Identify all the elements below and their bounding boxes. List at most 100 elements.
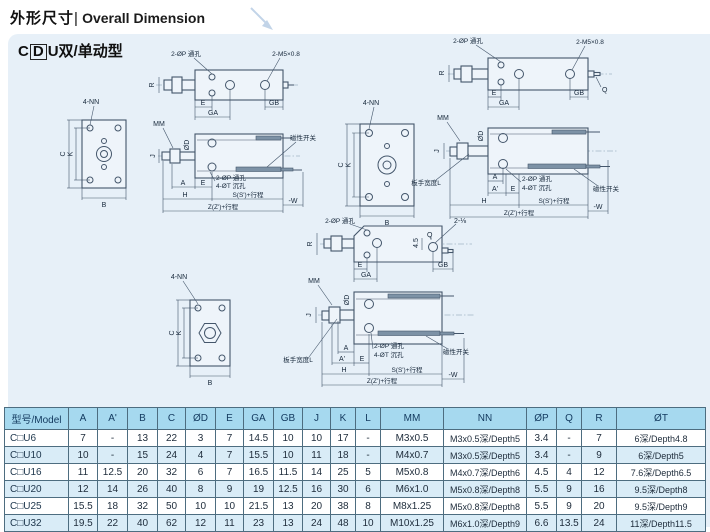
- g1-top-view: 2-ØP 通孔 2-M5×0.8 R E GA GB: [149, 49, 300, 120]
- cell: M3x0.5深/Depth5: [443, 429, 527, 447]
- dim-c: C: [169, 330, 176, 335]
- col-header: A': [97, 407, 128, 430]
- drawing-group-large: 2-ØP 通孔 2-⅛ R 4.5 Q E GA GB 4-NN C K B: [126, 216, 516, 403]
- cell: 20: [127, 463, 158, 481]
- cell: 9: [581, 446, 617, 464]
- cell: 12: [581, 463, 617, 481]
- dim-4-5: 4.5: [413, 238, 420, 248]
- label-magnetic-switch: 磁性开关: [290, 133, 317, 142]
- col-header: 型号/Model: [4, 407, 69, 430]
- dim-c: C: [60, 151, 67, 156]
- label-front-hole-1: 2-ØP 通孔: [522, 174, 552, 183]
- dim-stroke-s: S(S')+行程: [391, 365, 423, 374]
- dim-b: B: [208, 380, 213, 387]
- dim-w: -W: [289, 198, 298, 205]
- cell: 16.5: [243, 463, 274, 481]
- cell: 23: [243, 514, 274, 532]
- g3-end-view: 4-NN C K B: [169, 274, 231, 387]
- cell: 4: [556, 463, 582, 481]
- cell: 16: [302, 480, 331, 498]
- cell: 7: [68, 429, 98, 447]
- col-header: J: [302, 407, 331, 430]
- cell: -: [556, 429, 582, 447]
- section-boxed-letter: D: [29, 44, 47, 60]
- drawing-group-small: 2-ØP 通孔 2-M5×0.8 R E GA GB 4-NN C K B: [60, 46, 350, 229]
- cell: 9.5深/Depth8: [616, 480, 706, 498]
- cell: 18: [97, 497, 128, 515]
- model-cell: C□U10: [4, 446, 69, 464]
- dim-e: E: [358, 262, 363, 269]
- cell: M5x0.8深/Depth8: [443, 497, 527, 515]
- cell: 17: [330, 429, 356, 447]
- cell: 19: [243, 480, 274, 498]
- dim-h: H: [481, 198, 486, 205]
- cell: 11: [68, 463, 98, 481]
- cell: M4x0.7深/Depth6: [443, 463, 527, 481]
- cell: 5.5: [526, 480, 557, 498]
- cell: 10: [68, 446, 98, 464]
- dim-stroke-z: Z(Z')+行程: [208, 202, 239, 211]
- cell: M6x1.0: [380, 480, 444, 498]
- dim-stroke-z: Z(Z')+行程: [367, 376, 398, 385]
- page-header: 外形尺寸| Overall Dimension: [0, 0, 710, 34]
- cell: M8x1.25: [380, 497, 444, 515]
- dim-k: K: [68, 151, 75, 156]
- dim-b: B: [385, 220, 390, 227]
- dim-od: ØD: [478, 131, 485, 142]
- cell: M5x0.8: [380, 463, 444, 481]
- cell: M3x0.5深/Depth5: [443, 446, 527, 464]
- cell: 8: [185, 480, 216, 498]
- label-port: 2-M5×0.8: [576, 39, 604, 46]
- g1-front-view: MM ØD J 磁性开关 2-ØP 通孔 4-ØT 沉孔 A E H S(S')…: [150, 121, 317, 213]
- dim-k: K: [176, 330, 183, 335]
- label-front-hole-1: 2-ØP 通孔: [374, 341, 404, 350]
- cell: -: [355, 429, 381, 447]
- model-cell: C□U6: [4, 429, 69, 447]
- col-header: B: [127, 407, 158, 430]
- dim-q: Q: [427, 232, 433, 239]
- cell: 30: [330, 480, 356, 498]
- dim-w: -W: [449, 372, 458, 379]
- col-header: GA: [243, 407, 274, 430]
- cell: 7.6深/Depth6.5: [616, 463, 706, 481]
- col-header: MM: [380, 407, 444, 430]
- section-prefix: C: [18, 43, 29, 60]
- label-mm: MM: [153, 121, 165, 128]
- col-header: K: [330, 407, 356, 430]
- label-magnetic-switch: 磁性开关: [443, 347, 470, 356]
- cell: 3.4: [526, 446, 557, 464]
- cell: 32: [127, 497, 158, 515]
- dim-j: J: [434, 149, 441, 153]
- cell: 13: [273, 497, 303, 515]
- page-title: 外形尺寸| Overall Dimension: [10, 7, 205, 28]
- cell: 15.5: [68, 497, 98, 515]
- cell: -: [355, 446, 381, 464]
- cell: 6: [185, 463, 216, 481]
- col-header: E: [215, 407, 244, 430]
- label-through-hole: 2-ØP 通孔: [171, 49, 201, 58]
- dim-e2: E: [511, 186, 516, 193]
- dim-e: E: [201, 100, 206, 107]
- dim-w: -W: [594, 204, 603, 211]
- cell: 9.5深/Depth9: [616, 497, 706, 515]
- cell: 10: [273, 429, 303, 447]
- cell: 4: [185, 446, 216, 464]
- cell: 5: [355, 463, 381, 481]
- cell: 11.5: [273, 463, 303, 481]
- cell: 12.5: [273, 480, 303, 498]
- label-mm: MM: [437, 115, 449, 122]
- cell: 6深/Depth4.8: [616, 429, 706, 447]
- col-header: Q: [556, 407, 582, 430]
- cell: 10: [302, 429, 331, 447]
- cell: -: [97, 429, 128, 447]
- model-cell: C□U25: [4, 497, 69, 515]
- cell: -: [97, 446, 128, 464]
- dim-e: E: [492, 90, 497, 97]
- dim-stroke-s: S(S')+行程: [232, 190, 264, 199]
- label-front-hole-1: 2-ØP 通孔: [216, 173, 246, 182]
- label-front-hole-2: 4-ØT 沉孔: [216, 182, 246, 190]
